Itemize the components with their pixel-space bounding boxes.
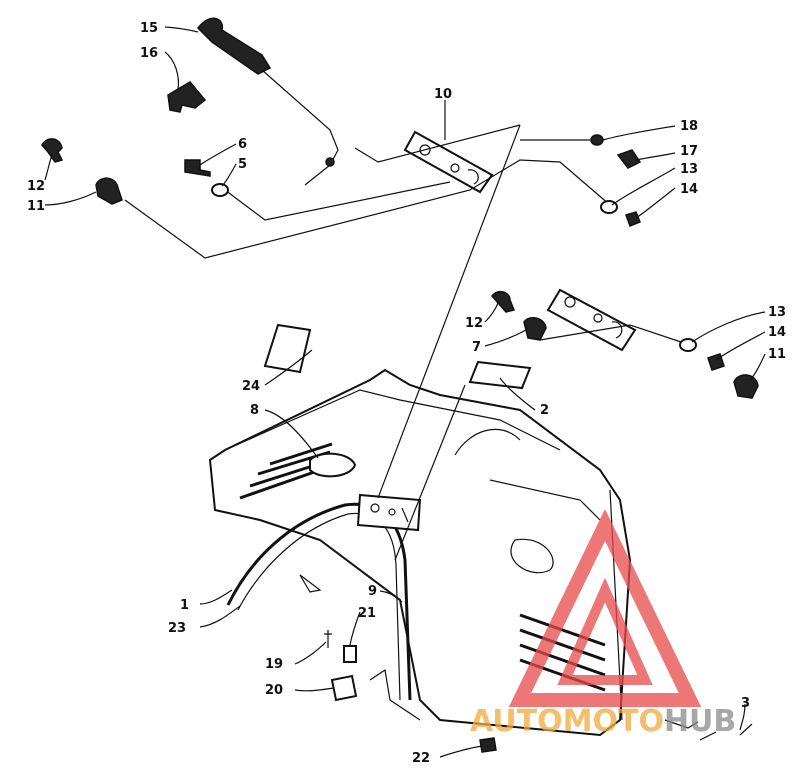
part-3-screw-a <box>699 731 717 741</box>
part-20-bracket <box>330 674 358 702</box>
instrument-panel-lower <box>546 288 637 352</box>
part-3-screw-b <box>739 723 753 736</box>
windshield-trim <box>226 502 412 701</box>
part-11-switch-lower <box>733 374 759 399</box>
watermark-triangle-inner <box>557 577 653 685</box>
part-11-switch-upper <box>95 177 123 205</box>
part-14-nut-upper <box>625 211 641 227</box>
part-17-knob <box>616 149 642 169</box>
automotohub-watermark: AUTOMOTOHUB <box>470 508 736 739</box>
part-18-nut <box>590 134 604 146</box>
leader-lines <box>44 26 766 758</box>
exploded-lines <box>124 124 691 561</box>
dash-panel <box>356 493 422 532</box>
callout-14-upper: 14 <box>680 182 698 197</box>
part-5-washer <box>211 183 229 197</box>
callout-16: 16 <box>140 46 158 61</box>
callout-9: 9 <box>368 584 377 599</box>
throttle-assembly <box>197 17 339 186</box>
callout-12-upper: 12 <box>27 179 45 194</box>
callout-7: 7 <box>472 340 481 355</box>
callout-13-lower: 13 <box>768 305 786 320</box>
watermark-text: AUTOMOTOHUB <box>470 704 736 739</box>
callout-15: 15 <box>140 21 158 36</box>
callout-20: 20 <box>265 683 283 698</box>
callout-24: 24 <box>242 379 260 394</box>
callout-21: 21 <box>358 606 376 621</box>
callout-1: 1 <box>180 598 189 613</box>
part-7-bezel <box>523 317 547 341</box>
part-12-cap-upper <box>41 138 64 163</box>
part-21-clip <box>343 645 357 663</box>
callout-11-upper: 11 <box>27 199 45 214</box>
watermark-triangle-outer <box>508 508 702 707</box>
callout-13-upper: 13 <box>680 162 698 177</box>
callout-17: 17 <box>680 144 698 159</box>
callout-3: 3 <box>741 696 750 711</box>
part-14-nut-lower <box>707 353 725 371</box>
part-6-bolt <box>184 159 211 177</box>
callout-5: 5 <box>238 157 247 172</box>
decal-24 <box>263 323 312 374</box>
callout-8: 8 <box>250 403 259 418</box>
callout-19: 19 <box>265 657 283 672</box>
callout-18: 18 <box>680 119 698 134</box>
decal-2 <box>468 360 532 390</box>
part-16-lever <box>167 81 207 113</box>
callout-12-lower: 12 <box>465 316 483 331</box>
part-12-cap-lower <box>491 290 516 313</box>
part-19-screw <box>324 630 332 648</box>
instrument-panel-upper <box>403 130 494 194</box>
callout-6: 6 <box>238 137 247 152</box>
callout-2: 2 <box>540 403 549 418</box>
callout-22: 22 <box>412 751 430 766</box>
callout-23: 23 <box>168 621 186 636</box>
callout-11-lower: 11 <box>768 347 786 362</box>
callout-10: 10 <box>434 87 452 102</box>
part-22-plug <box>479 737 497 753</box>
callout-14-lower: 14 <box>768 325 786 340</box>
callout-labels: 15 16 10 18 17 13 14 6 5 12 11 12 7 13 1… <box>27 21 786 766</box>
part-8-knob <box>309 452 357 478</box>
